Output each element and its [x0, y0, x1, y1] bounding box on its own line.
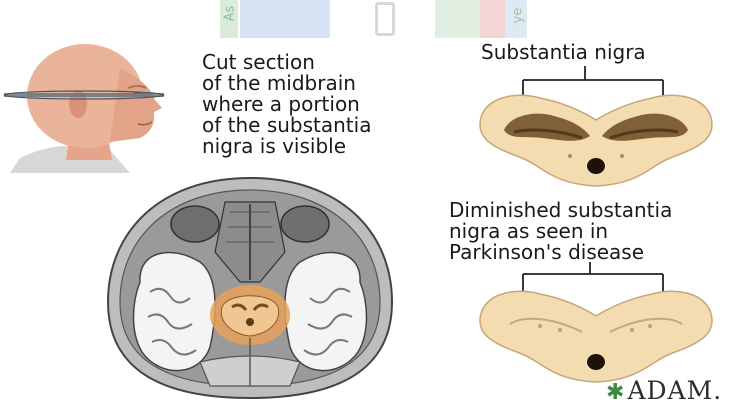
watermark-left-text: As	[222, 6, 237, 22]
adam-logo-star-icon: ✱	[606, 380, 625, 405]
watermark-right-text: ye	[510, 8, 525, 24]
adam-logo-text: ADAM.	[627, 376, 722, 405]
brain-axial-section	[100, 172, 400, 404]
diminished-midbrain-section	[470, 276, 722, 386]
normal-substantia-label: Substantia nigra	[481, 42, 731, 63]
normal-midbrain-section	[470, 80, 722, 190]
head-caption: Cut section of the midbrain where a port…	[202, 52, 432, 157]
diminished-substantia-label: Diminished substantia nigra as seen in P…	[449, 200, 745, 263]
adam-logo: ✱ADAM.	[606, 376, 722, 405]
watermark-strip: As ye	[210, 0, 530, 38]
head-profile-illustration	[0, 38, 175, 173]
